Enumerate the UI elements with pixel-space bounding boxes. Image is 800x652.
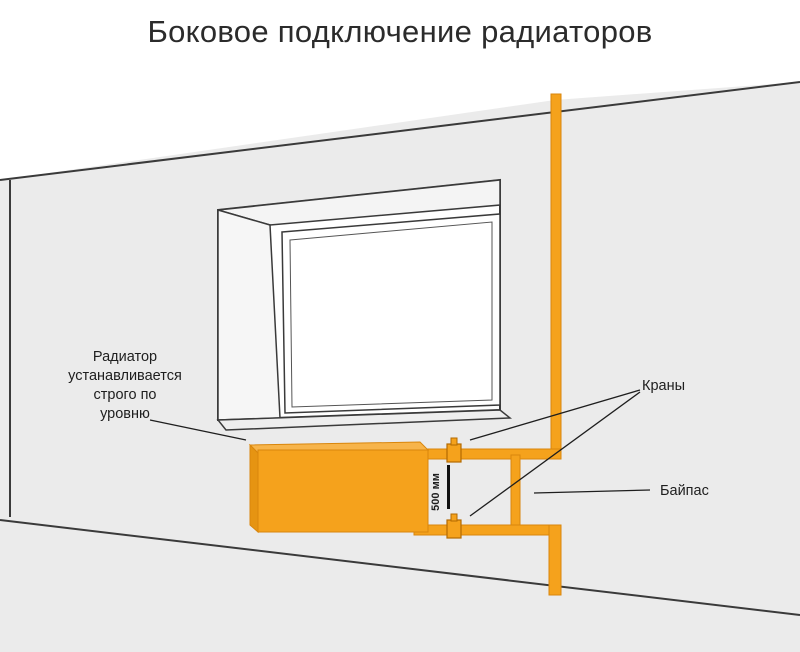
valve-bottom — [446, 513, 462, 539]
radiator-label: Радиатор устанавливается строго по уровн… — [55, 348, 195, 424]
diagram-title: Боковое подключение радиаторов — [147, 14, 653, 49]
supply-pipe — [413, 448, 562, 460]
valves-label: Краны — [642, 378, 686, 394]
radiator-label-line-3: строго по — [93, 387, 157, 403]
return-pipe — [413, 524, 562, 536]
pipes — [413, 93, 562, 596]
leader-lines — [149, 389, 651, 517]
valve-top — [446, 437, 462, 463]
floor-line — [0, 519, 800, 616]
radiator-leader — [149, 419, 247, 441]
bypass-pipe — [510, 454, 521, 531]
bypass-label: Байпас — [660, 483, 709, 499]
radiator — [248, 441, 430, 534]
radiator-label-line-2: устанавливается — [68, 368, 182, 384]
radiator-label-line-1: Радиатор — [92, 349, 158, 365]
dimension-bar — [447, 465, 450, 509]
valves-leader-bottom — [469, 391, 641, 517]
window — [216, 178, 513, 431]
wall-top-edge — [0, 81, 800, 181]
riser-pipe-lower — [548, 524, 562, 596]
bypass-leader — [533, 489, 651, 494]
riser-pipe-upper — [550, 93, 562, 459]
distance-label: 500 мм — [430, 473, 442, 511]
valves-leader-top — [469, 389, 641, 441]
radiator-label-line-4: уровню — [100, 406, 150, 422]
